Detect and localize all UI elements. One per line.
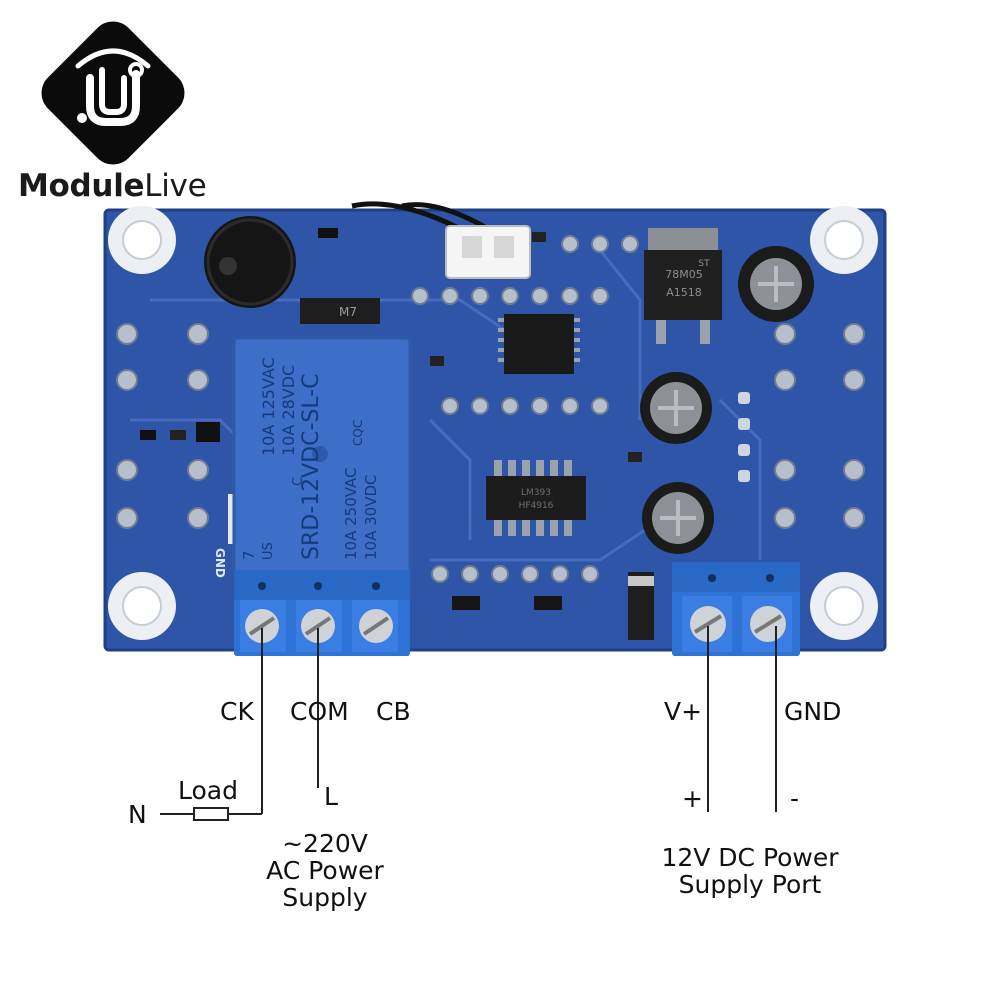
dc-terminal-block	[672, 562, 800, 656]
relay-rating-3: 10A 250VAC	[342, 467, 360, 560]
diode-top-label: M7	[339, 305, 357, 319]
buzzer	[204, 216, 296, 308]
moduleLive-logo	[38, 18, 188, 168]
wire-connector	[445, 225, 531, 279]
dc-supply-caption: 12V DC Power Supply Port	[640, 844, 860, 898]
relay-rating-2: 10A 28VDC	[279, 365, 298, 456]
regulator-brand: ST	[698, 259, 710, 269]
relay-number: 7	[240, 550, 258, 560]
capacitor-middle	[640, 372, 712, 444]
label-vplus: V+	[664, 697, 703, 726]
smd-components	[140, 228, 642, 610]
relay-c: C	[291, 477, 306, 486]
relay-screw-cb	[359, 609, 393, 643]
brand-name: ModuleLive	[18, 168, 207, 204]
regulator-line1: 78M05	[665, 268, 703, 281]
ic-dip: LM393 HF4916	[486, 460, 586, 536]
dc-line2: Supply Port	[678, 870, 822, 899]
relay-screw-ck	[245, 609, 279, 643]
brand-name-bold: Module	[18, 168, 145, 204]
mounting-holes	[108, 206, 878, 640]
ac-line1: ~220V	[282, 829, 368, 858]
logo-mark-icon	[41, 21, 185, 165]
label-n: N	[128, 800, 147, 829]
silk-gnd: GND	[213, 548, 227, 578]
ac-supply-caption: ~220V AC Power Supply	[250, 830, 400, 911]
relay-terminal-block	[234, 570, 410, 656]
indicator-pads	[738, 392, 750, 482]
label-com: COM	[290, 697, 349, 726]
relay-rating-1: 10A 125VAC	[259, 357, 278, 456]
solder-pads	[116, 235, 865, 583]
relay-cqc: CQC	[351, 420, 365, 446]
label-load: Load	[178, 776, 238, 805]
brand-name-light: Live	[144, 168, 207, 204]
label-minus: -	[790, 784, 800, 813]
ic-top	[498, 314, 580, 374]
relay: 7 US C 10A 125VAC 10A 28VDC SRD-12VDC-SL…	[228, 336, 412, 576]
label-gnd: GND	[784, 697, 842, 726]
label-l: L	[324, 782, 338, 811]
dc-screw-vplus	[690, 606, 726, 642]
label-ck: CK	[220, 697, 254, 726]
ac-line2: AC Power	[266, 856, 384, 885]
capacitor-bottom	[642, 482, 714, 554]
relay-us: US	[261, 542, 276, 560]
relay-rating-4: 10A 30VDC	[362, 475, 380, 561]
voltage-regulator: 78M05 A1518 ST	[644, 228, 722, 344]
label-cb: CB	[376, 697, 411, 726]
pcb-traces	[130, 249, 762, 562]
capacitor-top	[738, 246, 814, 322]
ac-line3: Supply	[282, 883, 368, 912]
relay-model: SRD-12VDC-SL-C	[299, 373, 324, 560]
regulator-line2: A1518	[666, 286, 702, 299]
ic-line2: HF4916	[519, 501, 554, 511]
dc-line1: 12V DC Power	[661, 843, 839, 872]
ic-line1: LM393	[521, 488, 551, 498]
label-plus: +	[682, 784, 703, 813]
diode-top: M7	[300, 298, 380, 324]
dc-screw-gnd	[750, 606, 786, 642]
diode-bottom	[628, 572, 654, 640]
relay-screw-com	[301, 609, 335, 643]
